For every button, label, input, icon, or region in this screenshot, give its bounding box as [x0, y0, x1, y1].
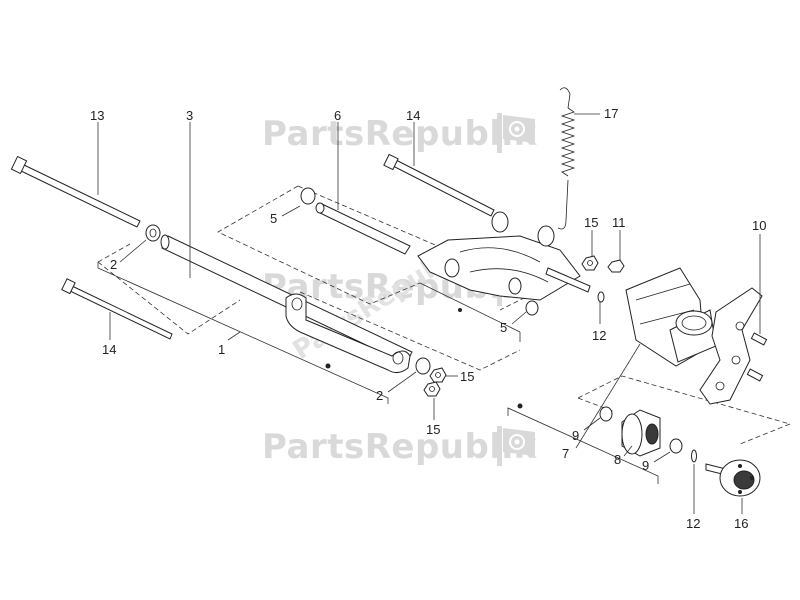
callout-15-top: 15: [584, 215, 598, 230]
silent-block-8: [621, 409, 661, 457]
nut-11: [607, 259, 625, 273]
washer-12-bottom: [691, 449, 697, 463]
dashed-frame-upper: [217, 185, 541, 311]
heat-shield-plate: [625, 267, 717, 367]
callout-14-top: 14: [406, 108, 420, 123]
bushing-2-bottom: [415, 357, 431, 375]
callout-2-bottom: 2: [376, 388, 383, 403]
swing-arm-bracket-1: [285, 293, 411, 374]
dashed-frame-mid: [299, 291, 521, 371]
bracket-lines: [97, 262, 659, 484]
watermark-text-top: PartsRepublik: [262, 114, 538, 154]
callout-3: 3: [186, 108, 193, 123]
callout-12-bottom: 12: [686, 516, 700, 531]
nut-15-bottom: [423, 381, 441, 397]
pin-6: [315, 202, 411, 255]
long-bolt-14-left: [61, 278, 173, 340]
callout-12-top: 12: [592, 328, 606, 343]
watermark-text-bottom: PartsRepublik: [262, 427, 538, 467]
pivot-cap-16: [705, 459, 761, 497]
callout-9-left: 9: [572, 428, 579, 443]
washer-12-top: [597, 291, 605, 303]
callout-5-left: 5: [270, 211, 277, 226]
nut-15-top: [581, 255, 599, 271]
callout-17: 17: [604, 106, 618, 121]
bushing-2-top: [145, 224, 161, 242]
long-bolt-13: [10, 155, 141, 228]
engine-link-bracket: [417, 211, 591, 301]
nut-15-mid: [429, 367, 447, 383]
watermark-logo-top-icon: [497, 113, 535, 153]
long-bolt-14-top: [383, 153, 495, 217]
mount-bracket-10: [699, 287, 768, 405]
bushing-5-left: [300, 187, 316, 205]
callout-7: 7: [562, 446, 569, 461]
callout-6: 6: [334, 108, 341, 123]
callout-15-mid: 15: [460, 369, 474, 384]
reference-dots: [325, 308, 523, 409]
callout-15-bottom: 15: [426, 422, 440, 437]
callout-11: 11: [612, 215, 626, 230]
leader-lines: [97, 113, 761, 514]
callout-8: 8: [614, 452, 621, 467]
spacer-9-left: [599, 406, 613, 422]
callout-1: 1: [218, 342, 225, 357]
callout-9-right: 9: [642, 458, 649, 473]
callout-labels: 13 3 6 14 17 5 15 11 10 2 5 12 14 1 15 2…: [90, 106, 766, 531]
callout-10: 10: [752, 218, 766, 233]
spacer-9-right: [669, 438, 683, 454]
watermark-bottom: PartsRepublik: [262, 426, 538, 467]
callout-13: 13: [90, 108, 104, 123]
watermark-top: PartsRepublik: [262, 113, 538, 154]
callout-16: 16: [734, 516, 748, 531]
return-spring-17: [557, 87, 576, 230]
bushing-5-right: [525, 300, 539, 316]
watermark-logo-bottom-icon: [497, 426, 535, 466]
callout-14-left: 14: [102, 342, 116, 357]
callout-2-top: 2: [110, 257, 117, 272]
dashed-frame-left: [97, 243, 241, 335]
callout-5-right: 5: [500, 320, 507, 335]
